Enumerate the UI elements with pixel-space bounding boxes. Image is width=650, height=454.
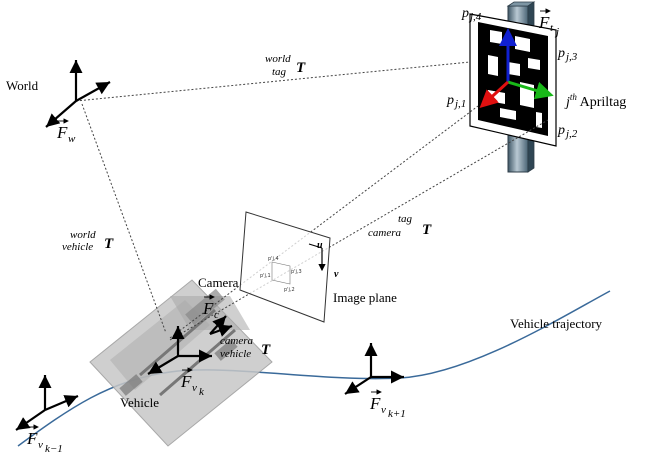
- corner-label-p4: p j,4: [461, 6, 482, 23]
- svg-text:j,3: j,3: [564, 51, 578, 63]
- svg-text:camera: camera: [368, 227, 401, 239]
- frame-label-vehicle-km1: F v k−1: [26, 424, 63, 454]
- svg-text:p: p: [446, 93, 454, 108]
- frame-label-vehicle-k: F v k: [180, 367, 205, 398]
- tag-x-axis: [479, 80, 510, 109]
- svg-text:p: p: [557, 123, 565, 138]
- svg-text:camera: camera: [220, 335, 253, 347]
- frame-label-camera: F c: [202, 294, 219, 321]
- svg-text:vehicle: vehicle: [62, 241, 93, 253]
- vehicle-trajectory-curve: [17, 290, 611, 447]
- frame-label-world: F w: [56, 118, 76, 145]
- svg-text:tag: tag: [272, 66, 287, 78]
- corner-label-p3: p j,3: [557, 46, 578, 63]
- svg-text:v: v: [192, 382, 197, 394]
- tag-y-axis: [507, 80, 554, 100]
- svg-text:k: k: [199, 386, 205, 398]
- vehicle-k1-frame-axes: [344, 343, 404, 395]
- image-plane: [239, 211, 331, 323]
- svg-text:F: F: [538, 13, 550, 32]
- image-plane-label: Image plane: [333, 290, 397, 305]
- vehicle-k-frame-axes: [147, 326, 212, 375]
- svg-text:tag: tag: [398, 213, 413, 225]
- svg-text:p: p: [461, 6, 469, 21]
- projected-point-label: p'j,3: [291, 269, 302, 275]
- svg-text:j,1: j,1: [453, 98, 466, 110]
- svg-text:T: T: [104, 236, 114, 252]
- vehicle-label: Vehicle: [120, 395, 159, 410]
- svg-text:world: world: [70, 229, 96, 241]
- vehicle-body: [89, 279, 273, 447]
- transform-tag-camera: tag camera T: [368, 213, 432, 239]
- svg-text:v: v: [38, 439, 43, 451]
- world-frame-axes: [45, 60, 111, 128]
- vehicle-km1-frame-axes: [15, 375, 79, 431]
- svg-text:j,4: j,4: [468, 11, 482, 23]
- world-label: World: [6, 78, 39, 93]
- svg-text:T: T: [296, 60, 306, 76]
- svg-text:vehicle: vehicle: [220, 348, 251, 360]
- camera-frame-axes: [209, 315, 233, 337]
- svg-text:F: F: [56, 123, 68, 142]
- svg-text:c: c: [214, 309, 219, 321]
- projection-lines: [75, 61, 549, 341]
- svg-text:F: F: [26, 429, 38, 448]
- svg-text:F: F: [369, 394, 381, 413]
- svg-text:T: T: [261, 342, 271, 358]
- projected-point-label: p'j,1: [260, 273, 271, 279]
- svg-text:j,2: j,2: [564, 128, 578, 140]
- apriltag-label: jth Apriltag: [564, 92, 626, 110]
- projected-point-label: p'j,2: [284, 287, 295, 293]
- apriltag-board: [469, 13, 557, 147]
- svg-text:j: j: [554, 26, 559, 38]
- svg-text:t: t: [550, 22, 554, 34]
- svg-text:p: p: [557, 46, 565, 61]
- vehicle-trajectory-label: Vehicle trajectory: [510, 316, 603, 331]
- svg-text:w: w: [68, 133, 76, 145]
- projected-point-label: p'j,4: [268, 256, 279, 262]
- transform-world-tag: world tag T: [265, 53, 306, 78]
- corner-label-p2: p j,2: [557, 123, 578, 140]
- svg-text:F: F: [202, 299, 214, 318]
- transform-world-vehicle: world vehicle T: [62, 229, 114, 253]
- corner-label-p1: p j,1: [446, 93, 466, 110]
- svg-text:v: v: [381, 404, 386, 416]
- camera-label: Camera: [198, 275, 239, 290]
- frame-label-vehicle-k1: F v k+1: [369, 389, 406, 420]
- svg-text:world: world: [265, 53, 291, 65]
- svg-text:T: T: [422, 222, 432, 238]
- frame-label-tag: F t j: [538, 8, 559, 38]
- image-axis-v-label: v: [334, 269, 339, 280]
- transform-camera-vehicle: camera vehicle T: [220, 335, 271, 360]
- image-axis-u-label: u: [317, 240, 323, 251]
- svg-text:k−1: k−1: [45, 443, 63, 454]
- svg-text:k+1: k+1: [388, 408, 406, 420]
- svg-text:F: F: [180, 372, 192, 391]
